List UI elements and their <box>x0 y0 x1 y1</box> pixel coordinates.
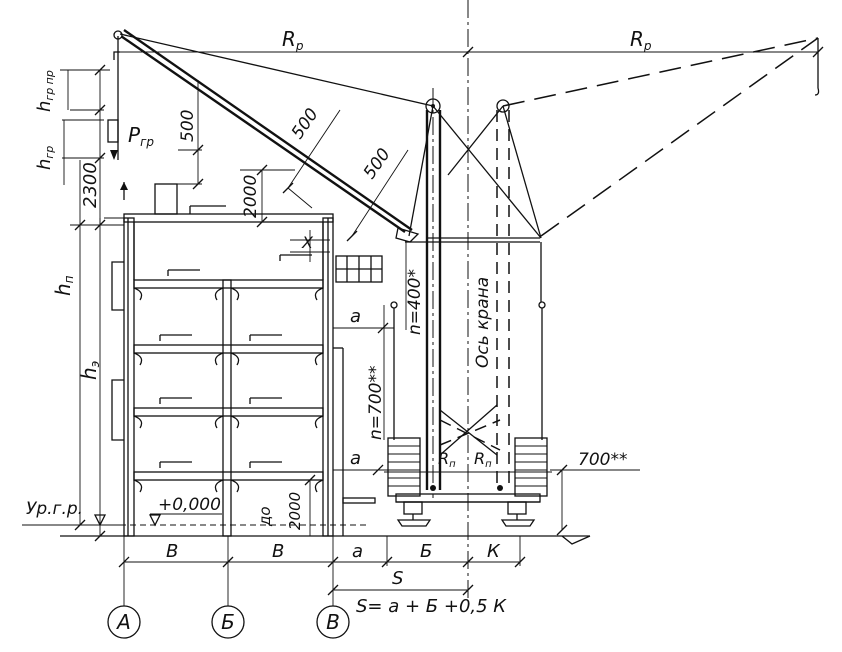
label-500-diag-1: 500 <box>288 105 323 143</box>
axis-bubble-a <box>107 605 141 639</box>
label-h-gr: hгр <box>34 146 56 170</box>
text-labels: Rp Rp hгр пр hгр 2300 hп hэ Pгр 500 2000… <box>26 27 652 617</box>
counterweight-right <box>514 437 548 497</box>
label-a-bottom: a <box>352 541 363 562</box>
label-crane-axis: Ось крана <box>473 277 493 368</box>
label-x: X <box>301 233 314 252</box>
label-bb: Б <box>420 541 432 562</box>
label-rp-right: Rп <box>474 449 492 470</box>
label-s: S <box>392 568 403 589</box>
label-500-diag-2: 500 <box>360 145 395 183</box>
building <box>111 183 383 537</box>
label-radius-left: Rp <box>282 27 304 53</box>
label-formula: S= a + Б +0,5 К <box>356 596 507 617</box>
label-h-grpr: hгр пр <box>34 70 56 112</box>
label-a-lower: a <box>350 448 361 469</box>
label-h-e: hэ <box>77 361 102 380</box>
label-n700: n=700** <box>366 366 386 440</box>
label-n400: n=400* <box>405 269 425 335</box>
ground-line <box>60 524 591 545</box>
axis-label-a: А <box>115 610 131 634</box>
label-2000-roof: 2000 <box>241 175 261 218</box>
label-500-vertical: 500 <box>178 110 198 142</box>
label-ground-level: Ур.г.р. <box>26 499 83 519</box>
hook-load <box>107 36 128 200</box>
tower-crane <box>113 29 820 527</box>
axis-label-b: Б <box>221 610 235 634</box>
label-rp-left: Rп <box>438 449 456 470</box>
counterweight-left <box>387 437 421 497</box>
axis-bubble-b <box>211 605 245 639</box>
label-do: до <box>256 506 274 527</box>
axis-bubbles: А Б В <box>107 600 350 639</box>
label-b-2: В <box>272 541 284 562</box>
axis-label-v: В <box>326 610 340 634</box>
label-b-1: В <box>166 541 178 562</box>
label-load: Pгр <box>128 123 154 149</box>
label-h-p: hп <box>51 275 76 296</box>
label-do-2000: 2000 <box>286 492 304 530</box>
label-2300: 2300 <box>80 162 101 208</box>
label-radius-right: Rp <box>630 27 652 53</box>
label-a-upper: a <box>350 306 361 327</box>
label-700: 700** <box>578 450 627 470</box>
dimension-lines <box>22 46 824 600</box>
axis-bubble-v <box>316 605 350 639</box>
label-zero-level: +0,000 <box>158 495 221 515</box>
label-k: К <box>487 541 501 562</box>
